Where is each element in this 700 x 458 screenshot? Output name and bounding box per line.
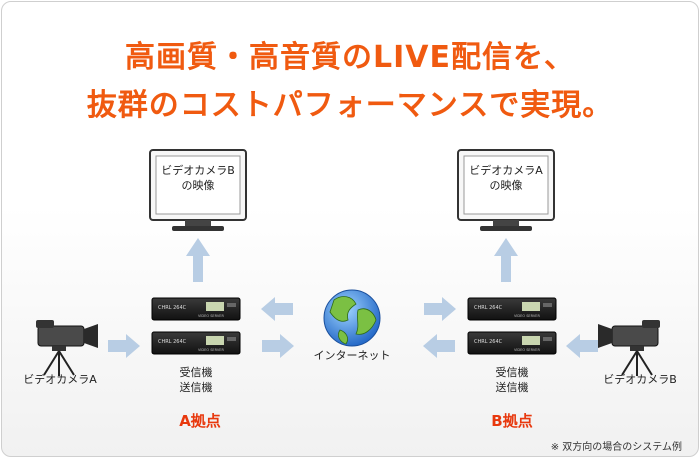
transceiver-left-label: 受信機 送信機 xyxy=(156,365,236,395)
monitor-right xyxy=(457,149,555,231)
device-left-top-sublabel: VIDEO SERVER xyxy=(198,314,224,318)
device-right-top: CHRL 264C VIDEO SERVER xyxy=(467,297,557,321)
device-left-bottom-label: CHRL 264C xyxy=(158,339,187,345)
device-left-bottom: CHRL 264C VIDEO SERVER xyxy=(151,331,241,355)
video-camera-left-icon xyxy=(36,320,98,376)
transceiver-right-line1: 受信機 xyxy=(495,366,529,379)
internet-globe-icon xyxy=(323,289,381,347)
transceiver-right-line2: 送信機 xyxy=(495,381,529,394)
device-left-top-label: CHRL 264C xyxy=(158,305,187,311)
headline-line-1: 高画質・高音質のLIVE配信を、 xyxy=(125,40,575,75)
monitor-right-line1: ビデオカメラA xyxy=(469,164,543,177)
site-b-label: B拠点 xyxy=(491,412,533,430)
site-a-label: A拠点 xyxy=(179,412,221,430)
device-right-bottom-sublabel: VIDEO SERVER xyxy=(514,348,540,352)
device-left-top: CHRL 264C VIDEO SERVER xyxy=(151,297,241,321)
monitor-left-text: ビデオカメラB の映像 xyxy=(156,163,240,193)
footnote: ※ 双方向の場合のシステム例 xyxy=(550,442,682,453)
monitor-right-line2: の映像 xyxy=(489,179,523,192)
device-right-bottom: CHRL 264C VIDEO SERVER xyxy=(467,331,557,355)
monitor-left-line2: の映像 xyxy=(181,179,215,192)
arrow-up-left xyxy=(186,238,210,282)
device-right-bottom-label: CHRL 264C xyxy=(474,339,503,345)
arrow-internet-to-right xyxy=(424,297,456,321)
arrow-right-to-internet xyxy=(423,334,455,358)
arrow-camB-to-device xyxy=(566,334,598,358)
transceiver-right-label: 受信機 送信機 xyxy=(472,365,552,395)
monitor-right-text: ビデオカメラA の映像 xyxy=(464,163,548,193)
device-right-top-label: CHRL 264C xyxy=(474,305,503,311)
arrow-up-right xyxy=(494,238,518,282)
monitor-left-line1: ビデオカメラB xyxy=(161,164,235,177)
arrow-left-to-internet xyxy=(262,334,294,358)
arrow-camA-to-device xyxy=(108,334,140,358)
transceiver-left-line2: 送信機 xyxy=(179,381,213,394)
arrow-internet-to-left xyxy=(261,297,293,321)
monitor-left xyxy=(149,149,247,231)
device-right-top-sublabel: VIDEO SERVER xyxy=(514,314,540,318)
headline-line-2: 抜群のコストパフォーマンスで実現。 xyxy=(86,88,614,123)
device-left-bottom-sublabel: VIDEO SERVER xyxy=(198,348,224,352)
internet-label: インターネット xyxy=(313,349,391,362)
camera-left-label: ビデオカメラA xyxy=(23,373,97,386)
transceiver-left-line1: 受信機 xyxy=(179,366,213,379)
video-camera-right-icon xyxy=(598,320,660,376)
camera-right-label: ビデオカメラB xyxy=(603,373,677,386)
